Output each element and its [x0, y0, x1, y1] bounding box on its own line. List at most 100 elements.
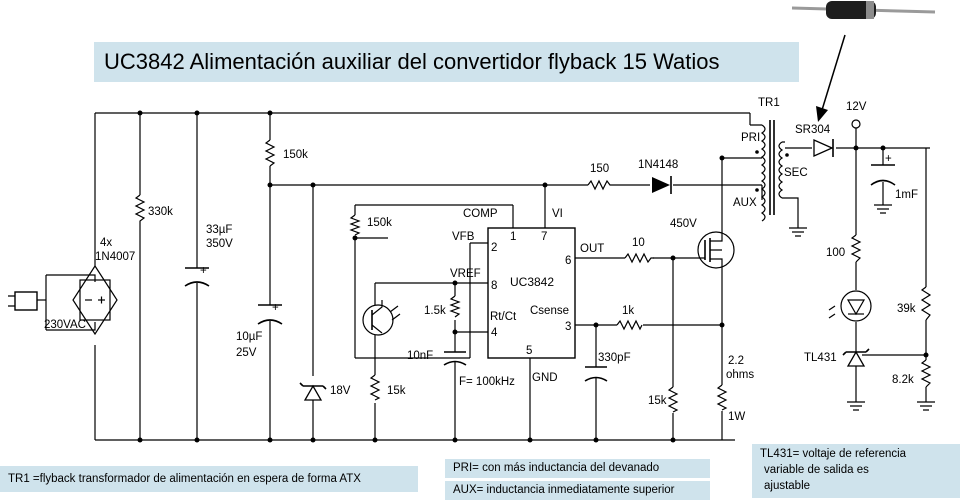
- resistor-10: [624, 252, 654, 264]
- label-pin-vfb: VFB: [452, 231, 475, 243]
- label-pin-comp: COMP: [463, 208, 498, 220]
- resistor-150k-top: [264, 139, 276, 167]
- label-pin-gnd: GND: [532, 372, 558, 384]
- label-pin-4: 4: [491, 327, 498, 339]
- label-pri: PRI: [741, 132, 760, 144]
- resistor-39k: [920, 286, 932, 321]
- note-tl431-line1: TL431= voltaje de referencia: [760, 448, 907, 460]
- label-1n4148: 1N4148: [638, 159, 678, 171]
- label-pin-vref: VREF: [450, 268, 481, 280]
- label-1w: 1W: [728, 411, 745, 423]
- opto-led: [828, 290, 872, 322]
- note-tl431-line3: ajustable: [764, 480, 811, 492]
- label-mosfet-voltage: 450V: [670, 218, 697, 230]
- page-title: UC3842 Alimentación auxiliar del convert…: [94, 42, 799, 82]
- capacitor-330pf: [584, 366, 608, 382]
- note-windings: PRI= con más inductancia del devanado AU…: [445, 459, 710, 500]
- svg-text:+: +: [200, 265, 207, 277]
- uc3842-ic: [487, 227, 576, 359]
- capacitor-10uf: +: [257, 302, 283, 325]
- label-pin-3: 3: [565, 321, 571, 333]
- label-150: 150: [590, 163, 609, 175]
- zener-18v: [299, 382, 327, 401]
- ground-symbols: [789, 204, 935, 411]
- capacitor-1mf: +: [870, 153, 896, 186]
- opto-transistor: [362, 300, 401, 336]
- label-pin-8: 8: [491, 280, 497, 292]
- label-ic: UC3842: [510, 275, 554, 289]
- bridge-rectifier: [72, 264, 118, 336]
- label-1mf: 1mF: [895, 189, 918, 201]
- output-terminal: [851, 119, 861, 129]
- label-sr304: SR304: [795, 124, 831, 136]
- transformer-tr1: [750, 120, 789, 222]
- label-15k-left: 15k: [387, 385, 406, 397]
- resistor-100: [850, 234, 862, 263]
- label-bridge-part: 1N4007: [95, 251, 135, 263]
- label-18v: 18V: [330, 385, 351, 397]
- label-100: 100: [826, 247, 845, 259]
- label-10uf-voltage: 25V: [236, 347, 257, 359]
- diode-1n4148: [652, 176, 672, 194]
- resistor-330k: [134, 194, 146, 228]
- label-mains: 230VAC: [44, 319, 86, 331]
- sr304-diode-photo: [791, 1, 936, 19]
- label-150k-top: 150k: [283, 149, 308, 161]
- label-tr1: TR1: [758, 97, 780, 109]
- pointer-arrow: [816, 34, 846, 122]
- resistor-1k: [616, 319, 643, 331]
- label-pin-csense: Csense: [530, 305, 569, 317]
- label-pin-2: 2: [491, 242, 497, 254]
- label-sec: SEC: [784, 167, 808, 179]
- label-pin-out: OUT: [580, 243, 604, 255]
- label-pin-rtct: Rt/Ct: [490, 311, 517, 323]
- note-tl431-line2: variable de salida es: [764, 464, 869, 476]
- label-10nf: 10nF: [407, 350, 433, 362]
- capacitor-10nf: [443, 351, 467, 366]
- label-330k: 330k: [148, 206, 173, 218]
- label-pin-6: 6: [565, 255, 571, 267]
- label-2-2: 2.2: [728, 355, 744, 367]
- label-tl431: TL431: [804, 352, 837, 364]
- junction-dots: [137, 110, 929, 443]
- label-10uf: 10µF: [236, 331, 262, 343]
- note-tl431: TL431= voltaje de referencia variable de…: [752, 444, 960, 498]
- label-pin-1: 1: [510, 231, 516, 243]
- capacitor-33uf: +: [184, 265, 210, 287]
- label-33uf-voltage: 350V: [206, 238, 233, 250]
- label-10: 10: [632, 237, 645, 249]
- label-33uf: 33µF: [206, 224, 232, 236]
- resistor-150k-feedback: [349, 214, 361, 236]
- label-39k: 39k: [897, 303, 916, 315]
- label-15k-right: 15k: [648, 395, 667, 407]
- label-pin-vi: VI: [552, 208, 563, 220]
- label-ohms: ohms: [726, 369, 754, 381]
- label-8-2k: 8.2k: [892, 374, 914, 386]
- label-bridge-qty: 4x: [100, 237, 112, 249]
- label-12v: 12V: [846, 101, 867, 113]
- label-frequency: F= 100kHz: [459, 376, 515, 388]
- resistor-15k-left: [369, 374, 381, 401]
- note-tr1: TR1 =flyback transformador de alimentaci…: [0, 466, 418, 492]
- mosfet: [697, 231, 735, 269]
- label-330pf: 330pF: [598, 352, 631, 364]
- resistor-2-2-ohms: [716, 384, 728, 411]
- wiring: [94, 112, 930, 441]
- note-pri: PRI= con más inductancia del devanado: [445, 459, 710, 481]
- label-aux: AUX: [733, 197, 757, 209]
- label-150k-feedback: 150k: [367, 217, 392, 229]
- note-aux: AUX= inductancia inmediatamente superior: [453, 484, 675, 496]
- resistor-8-2k: [920, 359, 932, 388]
- label-1-5k: 1.5k: [424, 305, 446, 317]
- diode-sr304: [813, 138, 834, 158]
- resistor-150: [587, 179, 612, 191]
- label-pin-7: 7: [541, 231, 547, 243]
- resistor-1-5k: [449, 295, 461, 318]
- tl431-shunt: [842, 342, 870, 380]
- label-pin-5: 5: [526, 345, 532, 357]
- svg-text:+: +: [272, 302, 279, 314]
- svg-text:+: +: [885, 153, 892, 165]
- label-1k: 1k: [622, 305, 634, 317]
- resistor-15k-right: [667, 386, 679, 413]
